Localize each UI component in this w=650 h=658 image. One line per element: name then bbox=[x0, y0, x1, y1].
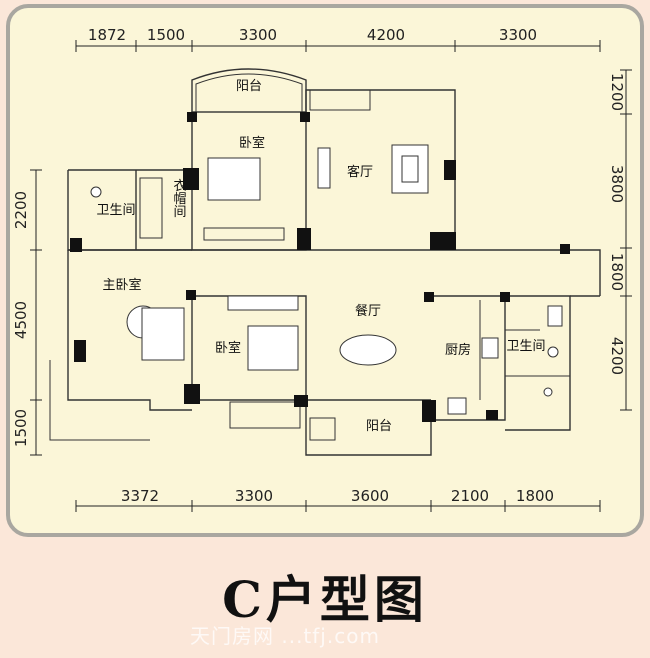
room-label-kitchen: 厨房 bbox=[445, 342, 471, 358]
pillars bbox=[70, 112, 570, 422]
dim-left-2: 4500 bbox=[12, 301, 30, 339]
room-label-balcony-top: 阳台 bbox=[236, 79, 262, 94]
dim-top-4: 4200 bbox=[367, 26, 405, 44]
dim-top-5: 3300 bbox=[499, 26, 537, 44]
dim-left-1: 2200 bbox=[12, 191, 30, 229]
room-label-cloakroom: 衣帽间 bbox=[171, 178, 187, 218]
room-label-bathroom-right: 卫生间 bbox=[506, 339, 545, 354]
room-label-balcony-bottom: 阳台 bbox=[366, 419, 392, 434]
dim-bottom-5: 1800 bbox=[516, 487, 554, 505]
dim-right-1: 1200 bbox=[608, 73, 626, 111]
dim-top-1: 1872 bbox=[88, 26, 126, 44]
room-label-dining-room: 餐厅 bbox=[355, 303, 381, 319]
dim-right-2: 3800 bbox=[608, 165, 626, 203]
room-label-master-bedroom: 主卧室 bbox=[102, 277, 141, 293]
dim-left-3: 1500 bbox=[12, 409, 30, 447]
dim-bottom-3: 3600 bbox=[351, 487, 389, 505]
dim-bottom-4: 2100 bbox=[451, 487, 489, 505]
room-label-living-room: 客厅 bbox=[347, 164, 373, 180]
furniture bbox=[90, 144, 563, 415]
room-label-bathroom-left: 卫生间 bbox=[96, 203, 135, 218]
watermark: 天门房网 ...tfj.com bbox=[190, 624, 380, 648]
dim-bottom-1: 3372 bbox=[121, 487, 159, 505]
dim-right-3: 1800 bbox=[608, 253, 626, 291]
floor-plan: 1872 1500 3300 4200 3300 3372 3300 3600 … bbox=[12, 26, 632, 512]
room-label-bedroom-mid: 卧室 bbox=[215, 340, 241, 356]
walls bbox=[49, 68, 601, 456]
dim-top-2: 1500 bbox=[147, 26, 185, 44]
dim-right-4: 4200 bbox=[608, 337, 626, 375]
page-title: C户型图 bbox=[222, 570, 428, 629]
room-label-bedroom-top: 卧室 bbox=[239, 135, 265, 151]
floor-plan-frame bbox=[6, 4, 644, 537]
dim-bottom-2: 3300 bbox=[235, 487, 273, 505]
dim-top-3: 3300 bbox=[239, 26, 277, 44]
dimension-lines bbox=[30, 40, 632, 512]
